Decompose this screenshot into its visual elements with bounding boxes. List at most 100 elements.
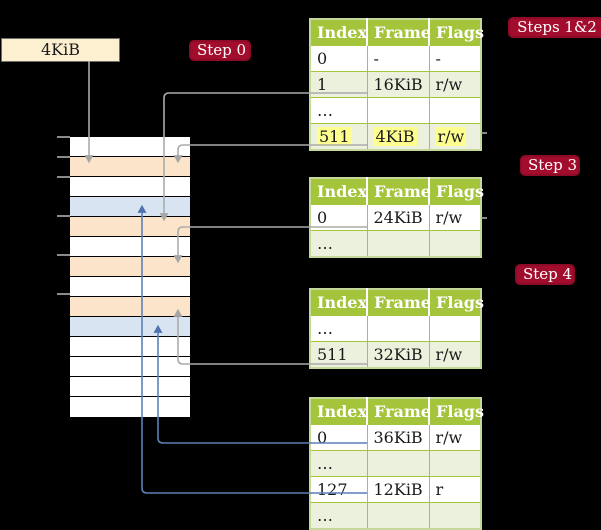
table-cell: 12KiB xyxy=(366,476,430,503)
cell-text: - xyxy=(373,49,379,68)
cell-text: … xyxy=(317,505,333,525)
table-cell: … xyxy=(309,315,368,342)
table-cell xyxy=(428,502,482,529)
cell-text: 24KiB xyxy=(373,208,423,227)
memory-row-white xyxy=(70,377,190,397)
memory-row-white xyxy=(70,337,190,357)
memory-row-white xyxy=(70,177,190,197)
cell-text: r/w xyxy=(435,344,463,364)
column-header-flags: Flags xyxy=(428,178,484,205)
column-header-index: Index xyxy=(310,289,367,316)
table-cell: - xyxy=(366,45,430,72)
column-header-frame: Frame xyxy=(366,398,431,425)
memory-row-white xyxy=(70,237,190,257)
table-cell: 16KiB xyxy=(366,71,430,98)
memory-row-peach xyxy=(70,297,190,317)
cell-text: … xyxy=(317,101,333,120)
badge-steps-1-2: Steps 1&2 xyxy=(508,17,601,38)
highlighted-cell-text: 4KiB xyxy=(373,126,417,146)
cell-text: 1 xyxy=(317,75,328,94)
badge-step-0: Step 0 xyxy=(189,40,251,61)
tick-mark xyxy=(57,254,70,256)
table-cell: r/w xyxy=(428,71,482,98)
column-header-frame: Frame xyxy=(366,178,431,205)
table-cell: 1 xyxy=(309,71,368,98)
table-cell xyxy=(428,97,482,124)
table-cell: 0 xyxy=(309,424,368,451)
column-header-frame: Frame xyxy=(366,289,431,316)
table-cell xyxy=(428,450,482,477)
memory-row-peach xyxy=(70,257,190,277)
column-header-index: Index xyxy=(310,19,367,46)
table-cell: 511 xyxy=(309,123,368,150)
cell-text: 12KiB xyxy=(373,480,423,499)
cell-text: 127 xyxy=(317,480,348,499)
page-size-box: 4KiB xyxy=(1,38,120,62)
column-header-flags: Flags xyxy=(428,19,484,46)
memory-row-white xyxy=(70,137,190,157)
table-cell: … xyxy=(309,502,368,529)
badge-step-4: Step 4 xyxy=(515,264,575,285)
cell-text: 0 xyxy=(317,208,328,227)
cell-text: 511 xyxy=(317,344,348,364)
tick-mark xyxy=(57,293,70,295)
cell-text: 0 xyxy=(317,49,328,68)
badge-step-3: Step 3 xyxy=(520,155,580,176)
cell-text: r/w xyxy=(435,428,463,447)
memory-row-white xyxy=(70,277,190,297)
table-cell: r/w xyxy=(428,424,482,451)
table-cell: 36KiB xyxy=(366,424,430,451)
table-row: … xyxy=(309,315,482,342)
table-cell: 511 xyxy=(309,341,368,368)
table-cell: - xyxy=(428,45,482,72)
memory-row-peach xyxy=(70,217,190,237)
table-row: … xyxy=(309,450,482,477)
table-cell: 4KiB xyxy=(366,123,430,150)
table-cell xyxy=(366,97,430,124)
table-cell: 0 xyxy=(309,45,368,72)
table-cell xyxy=(366,450,430,477)
cell-text: … xyxy=(317,319,333,338)
column-header-frame: Frame xyxy=(366,19,431,46)
highlighted-cell-text: 511 xyxy=(317,126,352,146)
memory-row-white xyxy=(70,357,190,377)
table-cell: r/w xyxy=(428,123,482,150)
column-header-flags: Flags xyxy=(428,398,484,425)
table-cell: 24KiB xyxy=(366,204,430,231)
table-row: 127 12KiB r xyxy=(309,476,482,503)
table-cell: r xyxy=(428,476,482,503)
cell-text: 16KiB xyxy=(373,75,423,94)
tick-mark xyxy=(57,156,70,158)
table-cell: … xyxy=(309,97,368,124)
memory-row-white xyxy=(70,397,190,417)
table-cell: 127 xyxy=(309,476,368,503)
table-cell: 0 xyxy=(309,204,368,231)
table-cell xyxy=(366,502,430,529)
table-cell: … xyxy=(309,450,368,477)
table-cell xyxy=(428,315,482,342)
table-row: 1 16KiB r/w xyxy=(309,71,482,98)
memory-row-blue xyxy=(70,197,190,217)
cell-text: r xyxy=(435,480,444,499)
cell-text: r/w xyxy=(435,208,463,227)
table-cell xyxy=(428,230,482,257)
tick-mark xyxy=(57,176,70,178)
cell-text: … xyxy=(317,233,333,253)
column-header-flags: Flags xyxy=(428,289,484,316)
memory-column xyxy=(70,137,190,417)
table-cell xyxy=(366,230,430,257)
table-cell: … xyxy=(309,230,368,257)
